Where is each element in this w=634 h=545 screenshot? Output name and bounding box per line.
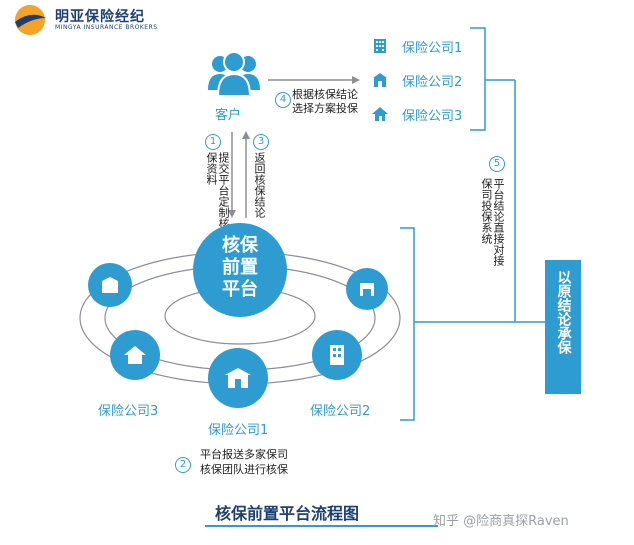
confirm-box: 以原结论承保 xyxy=(545,260,581,394)
step-2-number: 2 xyxy=(175,457,191,473)
company-right-3: 保险公司3 xyxy=(372,104,472,124)
logo-subtext: MINGYA INSURANCE BROKERS xyxy=(55,24,158,31)
step-5-number: 5 xyxy=(489,156,505,172)
watermark: 知乎 @险商真探Raven xyxy=(433,514,569,529)
store-icon xyxy=(372,72,388,88)
step-3-number: 3 xyxy=(253,134,269,150)
node-company-2 xyxy=(312,330,362,380)
node-store-right xyxy=(346,268,388,310)
ring-label-company-2: 保险公司2 xyxy=(310,404,371,419)
customer-label: 客户 xyxy=(215,108,242,123)
customer-icon xyxy=(206,50,262,98)
confirm-text: 以原结论承保 xyxy=(555,270,572,354)
building-icon xyxy=(102,277,118,293)
step-1-text: 提交平台定制核保资料 xyxy=(205,152,230,229)
step-4-line1: 根据核保结论 xyxy=(292,88,358,101)
step-1-number: 1 xyxy=(205,134,221,150)
step-4-line2: 选择方案投保 xyxy=(292,102,358,115)
platform-line2: 前置 xyxy=(222,257,258,278)
ring-label-company-1: 保险公司1 xyxy=(208,423,269,438)
logo-mark xyxy=(12,4,52,36)
step-2-line2: 核保团队进行核保 xyxy=(200,463,288,476)
step-2-line1: 平台报送多家保司 xyxy=(200,448,288,461)
store-icon xyxy=(225,368,251,388)
step-5-text: 平台结论直接对接保司投保系统 xyxy=(480,178,505,266)
diagram-title: 核保前置平台流程图 xyxy=(215,504,360,523)
building-icon xyxy=(372,38,388,54)
company-list-right: 保险公司1 保险公司2 保险公司3 xyxy=(372,36,472,124)
node-company-3 xyxy=(110,330,160,380)
ring-label-company-3: 保险公司3 xyxy=(98,404,159,419)
logo-text: 明亚保险经纪 xyxy=(55,9,145,25)
platform-center: 核保 前置 平台 xyxy=(193,223,287,317)
platform-line3: 平台 xyxy=(222,279,258,300)
company-right-1: 保险公司1 xyxy=(372,36,472,56)
step-3-text: 返回核保结论 xyxy=(253,152,266,218)
house-icon xyxy=(124,346,146,364)
store-icon xyxy=(360,283,374,296)
node-building-left xyxy=(88,263,132,307)
company-right-2: 保险公司2 xyxy=(372,70,472,90)
step-4-number: 4 xyxy=(275,92,291,108)
house-icon xyxy=(372,106,388,122)
node-company-1 xyxy=(208,348,268,408)
building-icon xyxy=(330,345,344,365)
platform-line1: 核保 xyxy=(222,235,258,256)
